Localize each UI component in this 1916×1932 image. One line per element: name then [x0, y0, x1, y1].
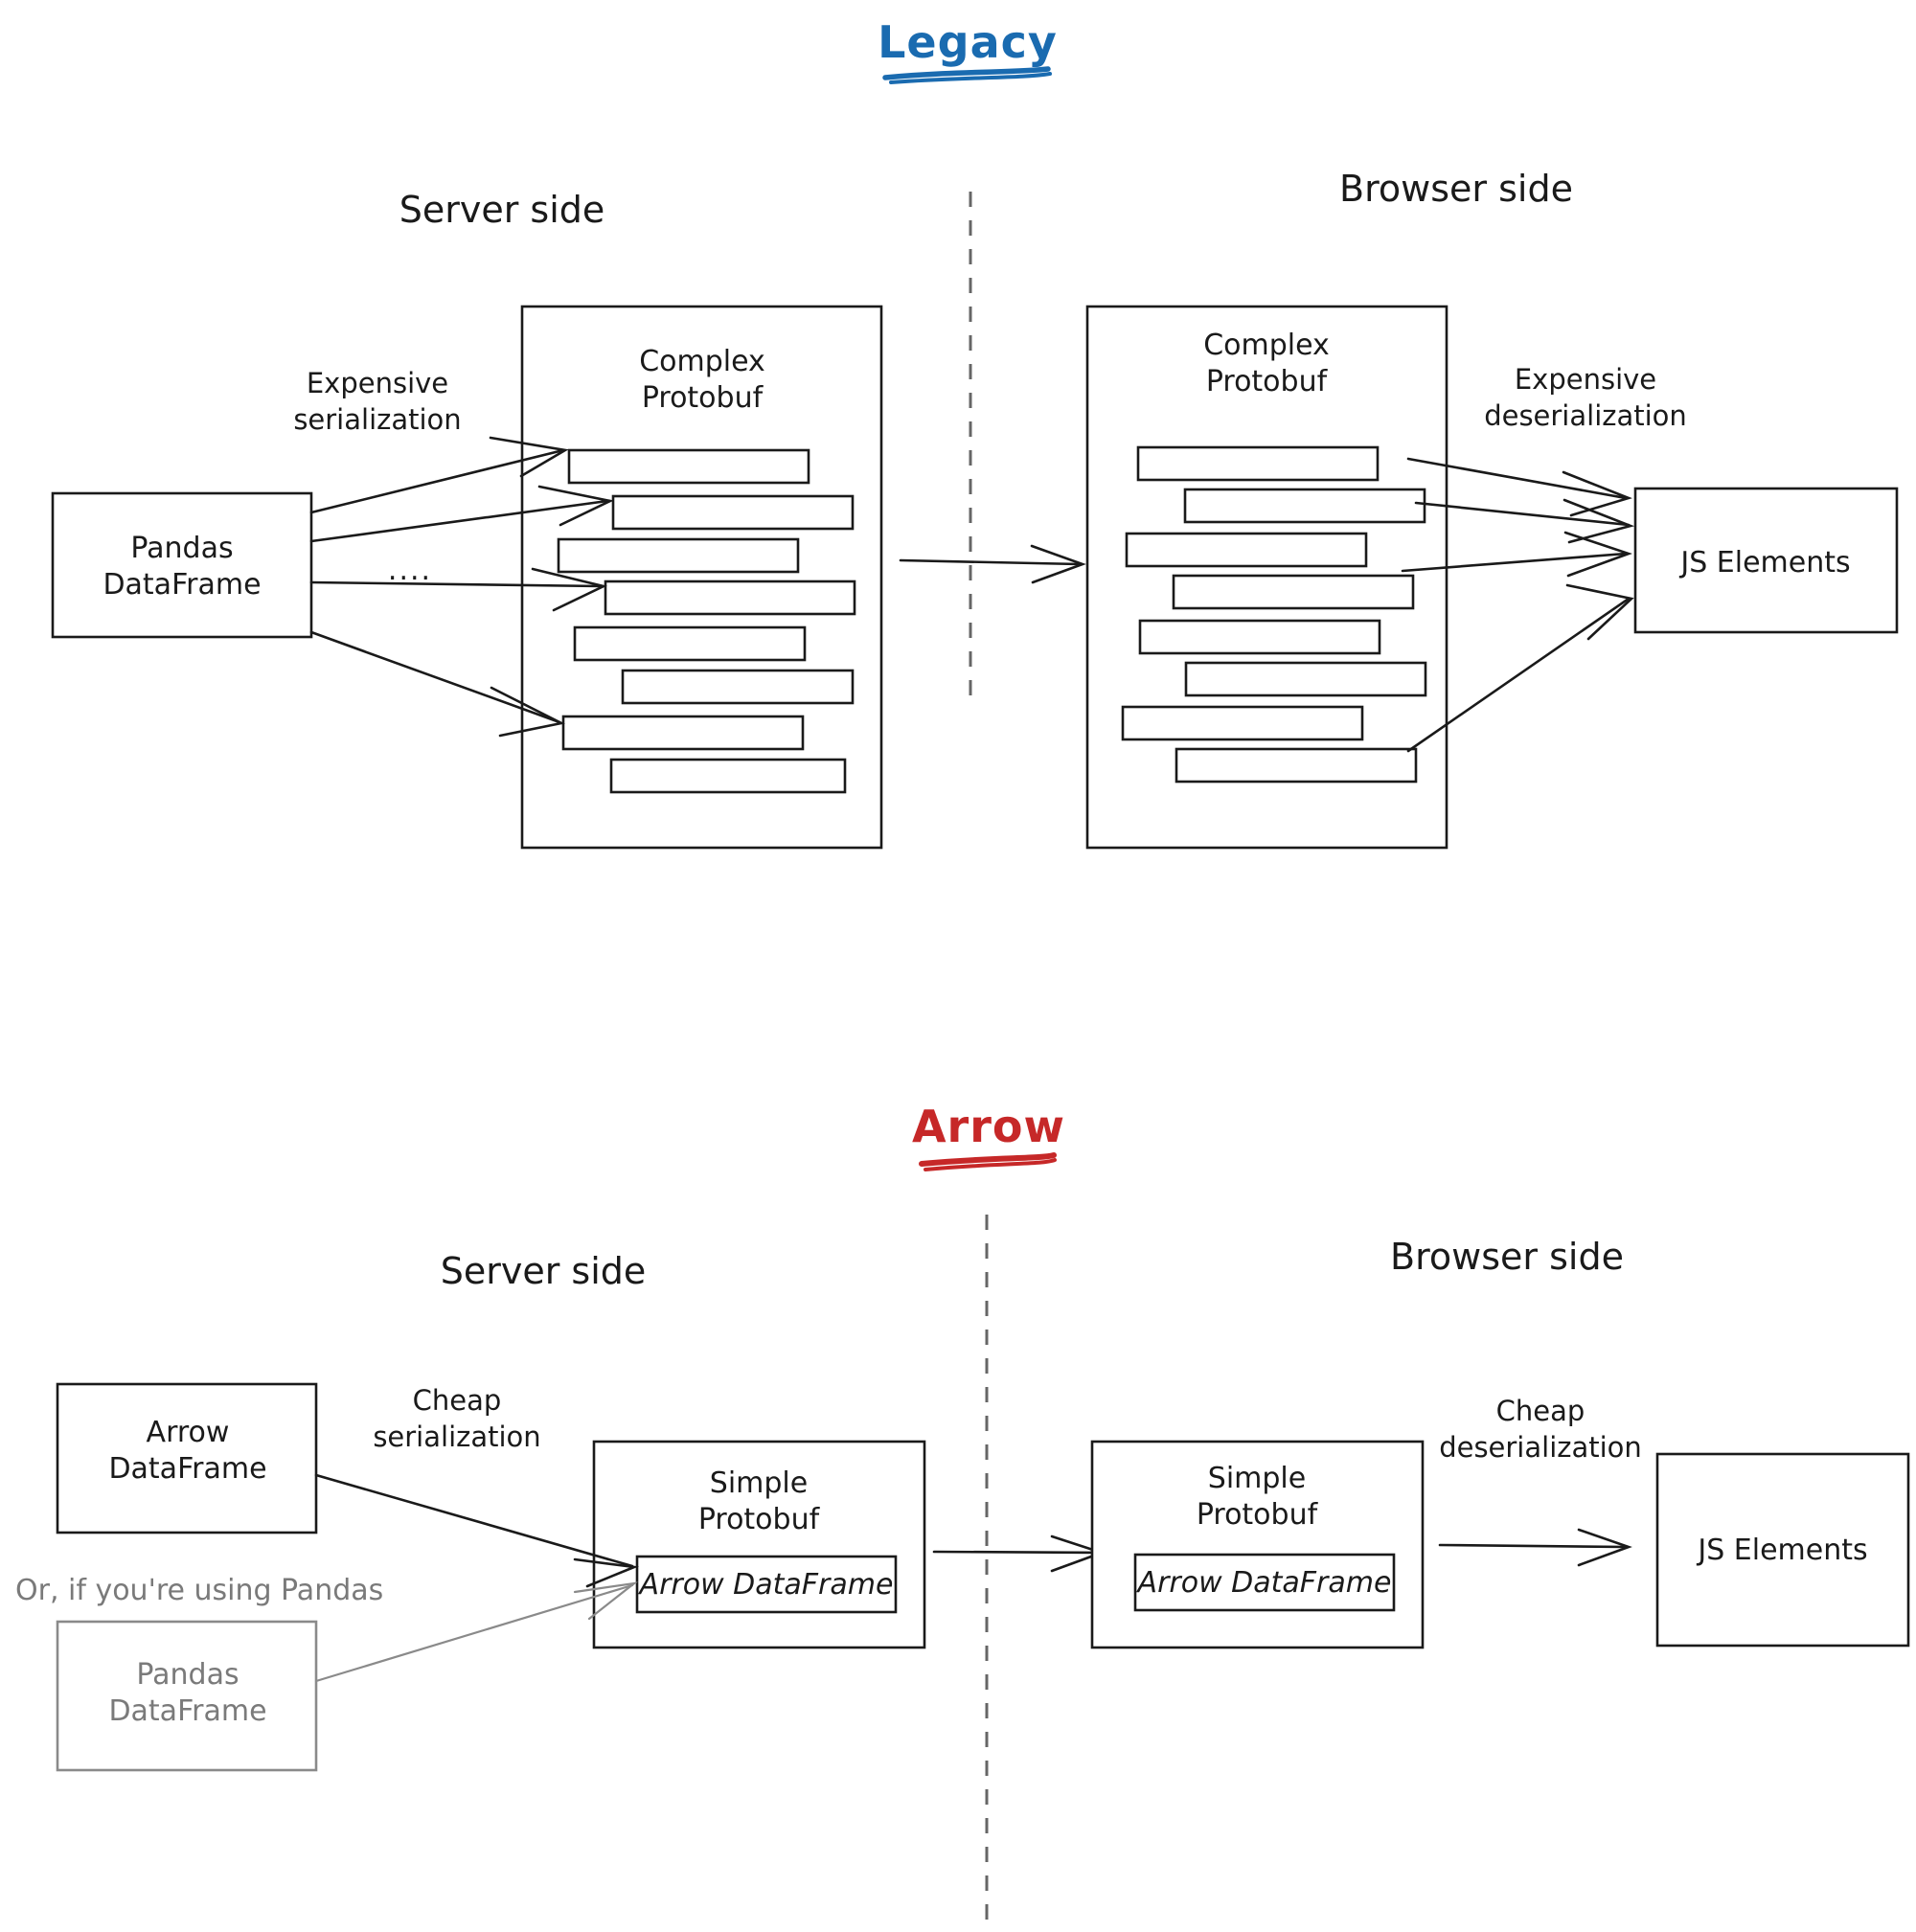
arrow-title: Arrow	[912, 1101, 1065, 1152]
arrow-dataframe-box	[56, 1382, 318, 1534]
legacy-server-protobuf-label-line1: Complex	[639, 345, 765, 378]
legacy-js-elements-label: JS Elements	[1678, 546, 1850, 580]
arrow-server-protobuf-label-line1: Simple	[710, 1466, 808, 1500]
arrow-browser-protobuf-label-line1: Simple	[1208, 1462, 1306, 1495]
legacy-server-side-header: Server side	[399, 189, 605, 231]
arrow-browser-inner-dataframe-label: Arrow DataFrame	[1136, 1566, 1392, 1600]
legacy-pandas-dataframe-label-line2: DataFrame	[103, 568, 261, 602]
arrow-browser-inner-dataframe-box	[1133, 1553, 1396, 1612]
arrow-browser-side-header: Browser side	[1390, 1236, 1624, 1278]
legacy-deserialization-arrows	[1401, 457, 1635, 753]
arrow-serialization-label-line1: Cheap	[413, 1384, 502, 1417]
arrow-serialization-label-line2: serialization	[373, 1421, 540, 1453]
arrow-transit-arrow	[932, 1534, 1106, 1573]
legacy-title-underline-icon	[882, 66, 1052, 84]
legacy-browser-protobuf-bars	[1121, 445, 1427, 784]
arrow-browser-protobuf-label-line2: Protobuf	[1197, 1498, 1319, 1532]
arrow-serialization-arrow	[314, 1473, 640, 1588]
arrow-pandas-dataframe-box	[56, 1620, 318, 1772]
arrow-deserialization-label-line1: Cheap	[1496, 1395, 1585, 1427]
arrow-server-protobuf-label-line2: Protobuf	[698, 1503, 821, 1536]
legacy-browser-protobuf-box	[1085, 305, 1448, 850]
arrow-server-protobuf-box	[592, 1440, 926, 1649]
arrow-js-elements-box	[1655, 1452, 1910, 1648]
arrow-pandas-note: Or, if you're using Pandas	[15, 1574, 383, 1607]
arrow-server-inner-dataframe-label: Arrow DataFrame	[638, 1568, 894, 1602]
legacy-ellipsis: ....	[388, 554, 432, 587]
arrow-pandas-serialization-arrow	[314, 1581, 638, 1683]
arrow-browser-protobuf-box	[1090, 1440, 1425, 1649]
arrow-dataframe-label-line2: DataFrame	[108, 1452, 266, 1486]
legacy-title: Legacy	[878, 16, 1058, 68]
arrow-server-inner-dataframe-box	[635, 1555, 898, 1614]
legacy-pandas-dataframe-box	[51, 491, 313, 639]
legacy-browser-protobuf-label-line2: Protobuf	[1206, 365, 1329, 398]
arrow-title-underline-icon	[919, 1152, 1057, 1171]
arrow-deserialization-arrow	[1438, 1528, 1632, 1567]
arrow-pandas-dataframe-label-line2: DataFrame	[108, 1694, 266, 1728]
legacy-serialization-label-line1: Expensive	[307, 367, 448, 399]
legacy-js-elements-box	[1633, 487, 1899, 634]
legacy-pandas-dataframe-label-line1: Pandas	[130, 532, 233, 565]
legacy-deserialization-label-line1: Expensive	[1515, 363, 1656, 396]
legacy-deserialization-label-line2: deserialization	[1484, 399, 1687, 432]
legacy-server-protobuf-box	[520, 305, 883, 850]
arrow-pandas-dataframe-label-line1: Pandas	[136, 1658, 239, 1692]
arrow-dataframe-label-line1: Arrow	[147, 1416, 230, 1449]
legacy-browser-protobuf-label-line1: Complex	[1203, 329, 1330, 362]
arrow-deserialization-label-line2: deserialization	[1439, 1431, 1642, 1464]
legacy-transit-arrow	[899, 544, 1086, 584]
legacy-serialization-arrows	[309, 436, 615, 738]
legacy-server-protobuf-label-line2: Protobuf	[642, 381, 764, 415]
arrow-js-elements-label: JS Elements	[1696, 1534, 1867, 1567]
legacy-server-protobuf-bars	[557, 448, 856, 794]
legacy-serialization-label-line2: serialization	[293, 403, 461, 436]
arrow-server-side-header: Server side	[441, 1250, 647, 1292]
legacy-browser-side-header: Browser side	[1339, 168, 1573, 210]
